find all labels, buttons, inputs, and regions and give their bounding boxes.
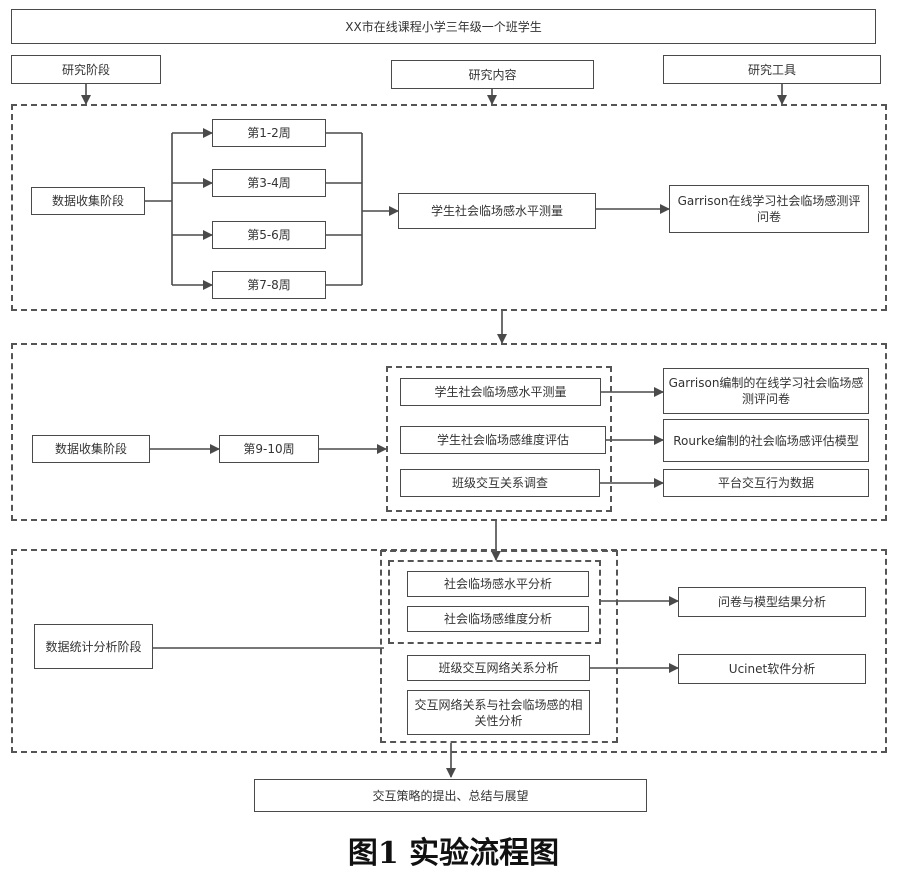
- content-class-interaction: 班级交互关系调查: [400, 469, 600, 497]
- content-presence-measure-1: 学生社会临场感水平测量: [398, 193, 596, 229]
- section-data-collection-2: [11, 343, 887, 521]
- week-1-2: 第1-2周: [212, 119, 326, 147]
- content-network-analysis: 班级交互网络关系分析: [407, 655, 590, 681]
- column-stage-label: 研究阶段: [11, 55, 161, 84]
- tool-platform-data: 平台交互行为数据: [663, 469, 869, 497]
- week-7-8: 第7-8周: [212, 271, 326, 299]
- content-presence-measure-2: 学生社会临场感水平测量: [400, 378, 601, 406]
- content-presence-level-analysis: 社会临场感水平分析: [407, 571, 589, 597]
- tool-ucinet: Ucinet软件分析: [678, 654, 866, 684]
- stage-data-collection-2: 数据收集阶段: [32, 435, 150, 463]
- stage-statistics: 数据统计分析阶段: [34, 624, 153, 669]
- tool-garrison-questionnaire-1: Garrison在线学习社会临场感测评问卷: [669, 185, 869, 233]
- section3-presence-subgroup: [388, 560, 601, 644]
- section-data-collection-1: [11, 104, 887, 311]
- section2-content-group: [386, 366, 612, 512]
- tool-result-analysis: 问卷与模型结果分析: [678, 587, 866, 617]
- week-9-10: 第9-10周: [219, 435, 319, 463]
- column-content-label: 研究内容: [391, 60, 594, 89]
- subject-title-box: XX市在线课程小学三年级一个班学生: [11, 9, 876, 44]
- week-3-4: 第3-4周: [212, 169, 326, 197]
- tool-rourke-model: Rourke编制的社会临场感评估模型: [663, 419, 869, 462]
- content-presence-dimension: 学生社会临场感维度评估: [400, 426, 606, 454]
- section3-content-group: [380, 550, 618, 743]
- conclusion-box: 交互策略的提出、总结与展望: [254, 779, 647, 812]
- content-presence-dimension-analysis: 社会临场感维度分析: [407, 606, 589, 632]
- tool-garrison-questionnaire-2: Garrison编制的在线学习社会临场感测评问卷: [663, 368, 869, 414]
- column-tool-label: 研究工具: [663, 55, 881, 84]
- content-correlation-analysis: 交互网络关系与社会临场感的相关性分析: [407, 690, 590, 735]
- figure-caption: 图1 实验流程图: [347, 836, 560, 871]
- week-5-6: 第5-6周: [212, 221, 326, 249]
- stage-data-collection-1: 数据收集阶段: [31, 187, 145, 215]
